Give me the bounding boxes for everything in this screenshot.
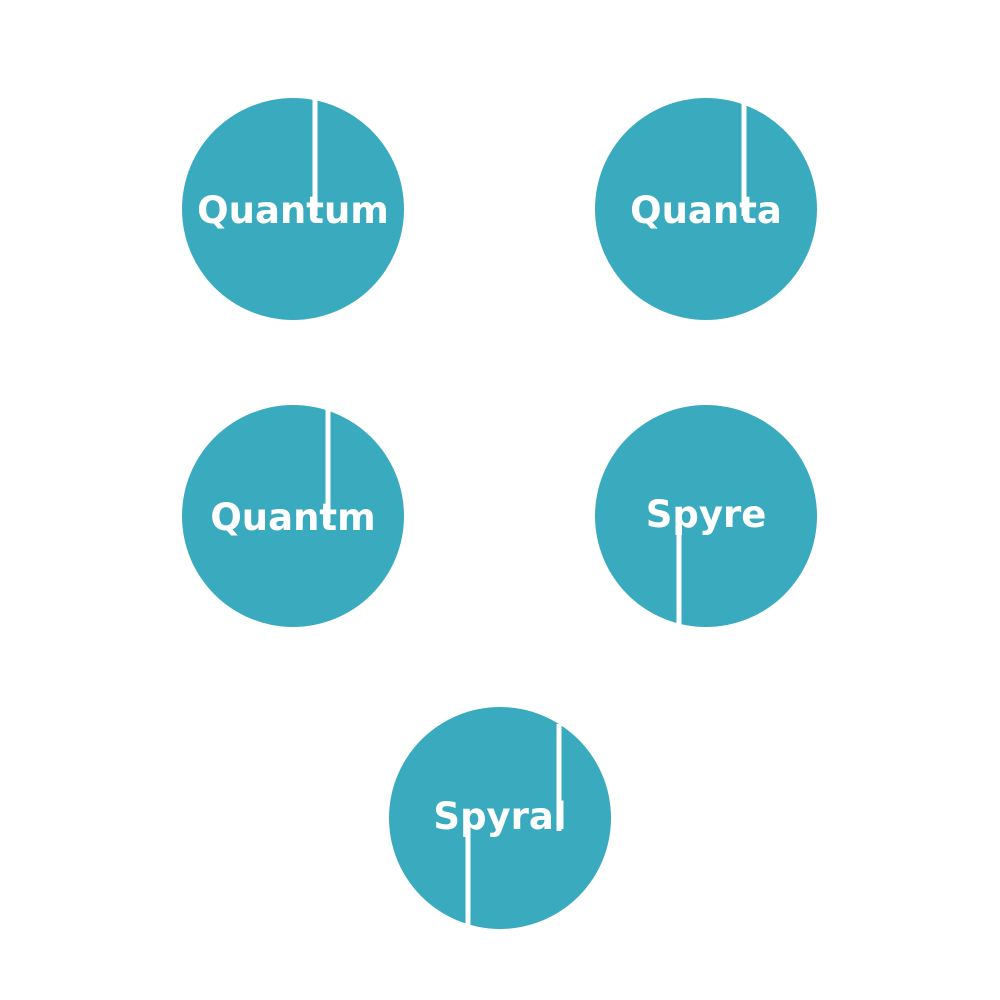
logo-circle bbox=[595, 98, 817, 320]
logo-spyral-graphic: Spyral bbox=[389, 707, 611, 929]
logo-quantm: Quantm bbox=[182, 405, 404, 627]
logo-wordmark: Quanta bbox=[630, 189, 782, 232]
logo-circle bbox=[595, 405, 817, 627]
logo-wordmark: Spyral bbox=[433, 795, 566, 838]
logo-quantum-graphic: Quantum bbox=[182, 98, 404, 320]
logo-spyral: Spyral bbox=[389, 707, 611, 929]
logo-wordmark: Quantum bbox=[197, 189, 389, 232]
logo-wordmark: Spyre bbox=[646, 493, 767, 536]
logo-spyre: Spyre bbox=[595, 405, 817, 627]
logo-quanta-graphic: Quanta bbox=[595, 98, 817, 320]
logo-quanta: Quanta bbox=[595, 98, 817, 320]
logo-spyre-graphic: Spyre bbox=[595, 405, 817, 627]
logo-quantm-graphic: Quantm bbox=[182, 405, 404, 627]
logo-circle bbox=[389, 707, 611, 929]
logo-wordmark: Quantm bbox=[210, 496, 375, 539]
logo-circle bbox=[182, 405, 404, 627]
logo-circle bbox=[182, 98, 404, 320]
logo-quantum: Quantum bbox=[182, 98, 404, 320]
